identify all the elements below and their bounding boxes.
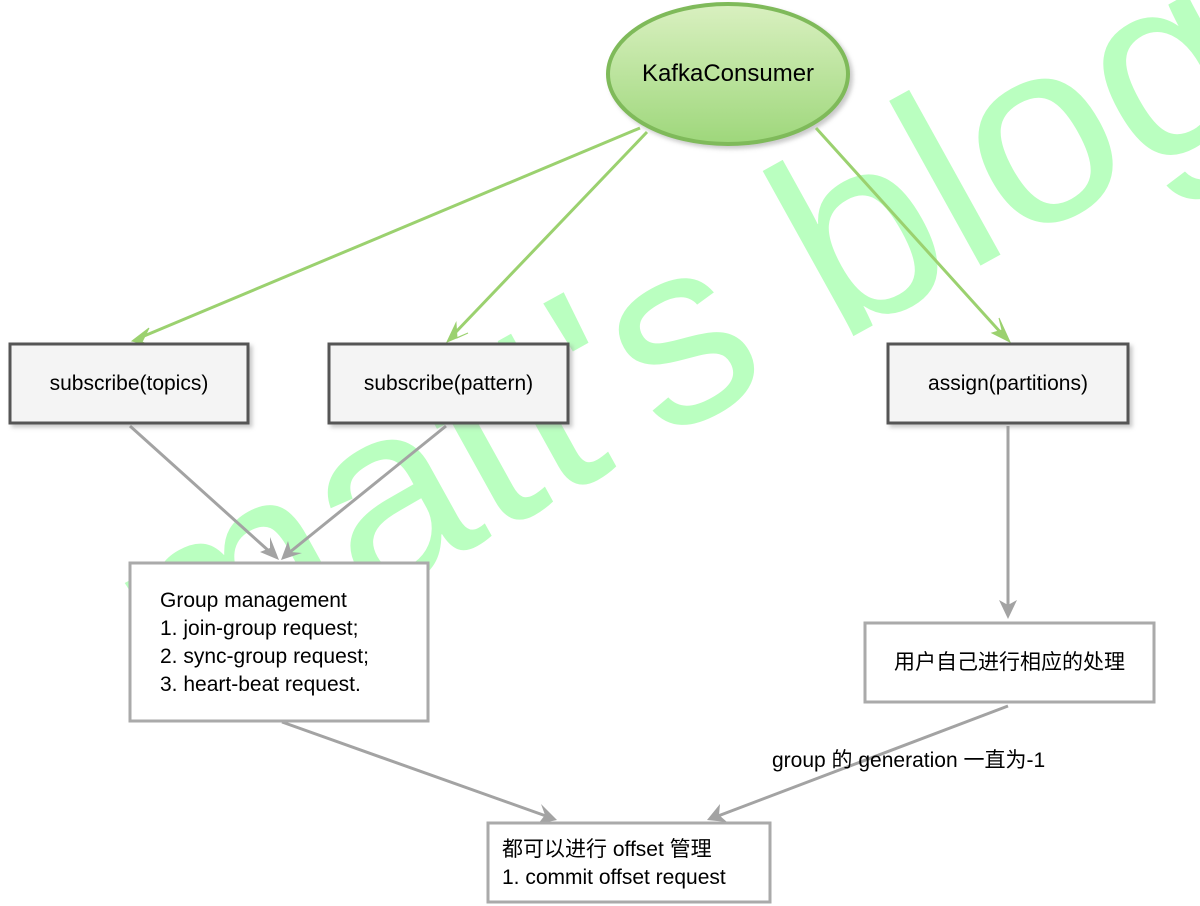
subscribe-pattern-label: subscribe(pattern) [363,371,534,395]
assign-partitions-label: assign(partitions) [928,371,1088,395]
offset-management-line-2: 1. commit offset request [502,866,726,889]
group-management-line-4: 3. heart-beat request. [160,673,361,696]
arrowhead-pattern-to-group [281,541,302,560]
kafka-consumer-label: KafkaConsumer [641,59,815,87]
offset-management-text: 都可以进行 offset 管理 1. commit offset request [502,836,726,892]
offset-management-line-1: 都可以进行 offset 管理 [502,838,712,861]
arrowhead-to-assign [990,317,1012,344]
arrowhead-to-user-handle [999,600,1017,619]
arrowhead-to-subscribe-pattern [445,321,469,343]
subscribe-pattern-box[interactable] [327,342,570,425]
edge-topics-to-group-management [128,424,272,554]
assign-partitions-box[interactable] [886,342,1130,425]
edge-pattern-to-group-management [289,424,447,554]
group-management-line-1: Group management [160,589,347,612]
group-management-text: Group management 1. join-group request; … [160,587,369,699]
arrowhead-group-to-offset [538,804,557,824]
group-management-box[interactable] [128,561,430,723]
edge-user-handle-to-offset [717,704,1009,818]
subscribe-topics-label: subscribe(topics) [49,371,209,395]
edge-root-to-subscribe-topics [143,126,641,338]
group-management-line-3: 2. sync-group request; [160,645,369,668]
kafka-consumer-node[interactable] [606,2,850,146]
offset-management-box[interactable] [486,821,772,904]
generation-edge-label: group 的 generation 一直为-1 [772,749,1046,772]
edge-root-to-subscribe-pattern [452,130,649,336]
edge-group-management-to-offset [281,720,547,818]
arrowhead-user-to-offset [707,804,727,822]
group-management-line-2: 1. join-group request; [160,617,359,640]
arrowhead-topics-to-group [260,537,279,560]
subscribe-topics-box[interactable] [8,342,250,425]
user-handle-label: 用户自己进行相应的处理 [894,650,1125,674]
edge-root-to-assign [814,126,1004,336]
user-handle-box[interactable] [863,621,1156,704]
